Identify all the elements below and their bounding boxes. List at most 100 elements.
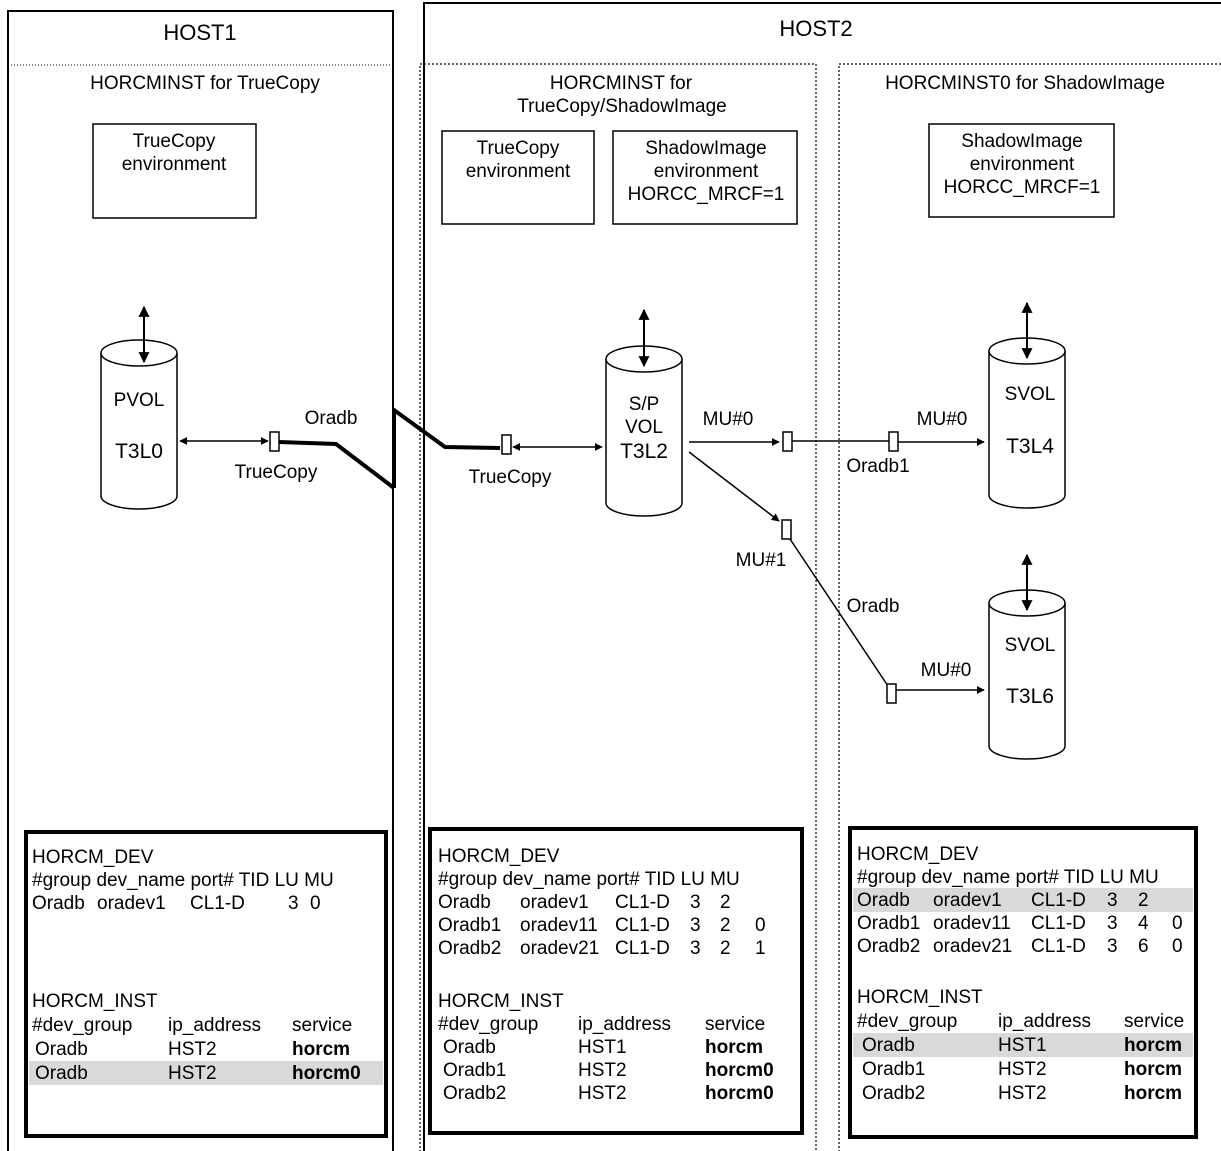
pvol-name: PVOL (114, 390, 165, 411)
svg-text:environment: environment (466, 161, 571, 182)
port-connector (269, 431, 280, 452)
dev-cell: CL1-D (615, 892, 670, 913)
horcm-dev-header: #group dev_name port# TID LU MU (32, 870, 334, 891)
config-table-host2-instance0: HORCM_DEV#group dev_name port# TID LU MU… (848, 826, 1198, 1139)
env-box-host2-truecopy: TrueCopy environment (441, 130, 595, 225)
horcm-dev-header: #group dev_name port# TID LU MU (857, 867, 1159, 888)
config-box (428, 827, 804, 1135)
inst-cell: Oradb1 (862, 1059, 925, 1080)
row-highlight (853, 888, 1193, 912)
dev-cell: 3 (690, 938, 701, 959)
dev-cell: 2 (720, 915, 731, 936)
svg-text:ShadowImage: ShadowImage (645, 138, 766, 159)
dev-cell: 2 (720, 892, 731, 913)
inst-cell: horcm (1124, 1059, 1182, 1080)
dev-cell: oradev21 (933, 936, 1012, 957)
inst-cell: Oradb (862, 1035, 915, 1056)
svg-text:MU#0: MU#0 (921, 660, 972, 681)
dev-cell: 3 (690, 915, 701, 936)
dev-cell: 2 (720, 938, 731, 959)
svg-text:HORCC_MRCF=1: HORCC_MRCF=1 (628, 184, 785, 205)
shadowimage-link-mu1-t3l6: MU#1 Oradb MU#0 (688, 451, 985, 704)
inst-header-cell: ip_address (998, 1011, 1091, 1032)
port-connector (501, 434, 512, 455)
svg-text:ShadowImage: ShadowImage (961, 131, 1082, 152)
dev-cell: oradev11 (520, 915, 598, 936)
dev-cell: 0 (755, 915, 766, 936)
inst-header-cell: service (705, 1014, 765, 1035)
dev-cell: Oradb (857, 890, 910, 911)
dev-cell: Oradb (438, 892, 491, 913)
host2-instance-label-line1: HORCMINST for (550, 73, 693, 94)
svg-text:environment: environment (122, 154, 227, 175)
dev-cell: CL1-D (615, 915, 670, 936)
spvol-name-line2: VOL (625, 417, 663, 438)
pvol-id: T3L0 (115, 440, 163, 463)
pvol-cylinder: PVOL T3L0 (100, 305, 178, 510)
svol1-id: T3L4 (1006, 435, 1054, 458)
host2-instance-label-line2: TrueCopy/ShadowImage (517, 96, 726, 117)
config-table-host1: HORCM_DEV#group dev_name port# TID LU MU… (24, 830, 388, 1138)
inst-header-cell: ip_address (578, 1014, 671, 1035)
dev-cell: oradev21 (520, 938, 599, 959)
env-box-host1-truecopy: TrueCopy environment (92, 123, 257, 219)
inst-cell: HST2 (998, 1059, 1047, 1080)
host1-frame (7, 10, 394, 1151)
dev-cell: 6 (1138, 936, 1149, 957)
svg-text:MU#0: MU#0 (917, 409, 968, 430)
dev-cell: Oradb2 (857, 936, 920, 957)
inst-header-cell: service (1124, 1011, 1184, 1032)
dev-cell: 3 (1107, 913, 1118, 934)
svg-text:environment: environment (654, 161, 759, 182)
inst-header-cell: #dev_group (857, 1011, 957, 1032)
truecopy-link-host2: TrueCopy (469, 434, 603, 488)
svg-text:MU#1: MU#1 (736, 550, 787, 571)
config-box (24, 830, 388, 1138)
inst-cell: HST2 (998, 1083, 1047, 1104)
dev-cell: 3 (1107, 890, 1118, 911)
inst-cell: HST1 (578, 1037, 627, 1058)
dev-cell: oradev1 (520, 892, 589, 913)
inst-header-cell: ip_address (168, 1015, 261, 1036)
row-highlight (29, 1061, 383, 1085)
inst-cell: HST1 (998, 1035, 1047, 1056)
horcm-dev-header: #group dev_name port# TID LU MU (438, 869, 740, 890)
svol1-name: SVOL (1005, 384, 1056, 405)
inst-cell: horcm (705, 1037, 763, 1058)
svol2-id: T3L6 (1006, 685, 1054, 708)
dev-cell: CL1-D (615, 938, 670, 959)
svg-text:HORCC_MRCF=1: HORCC_MRCF=1 (944, 177, 1101, 198)
dev-cell: Oradb1 (438, 915, 501, 936)
dev-cell: 0 (1172, 913, 1183, 934)
inst-cell: horcm0 (292, 1063, 361, 1084)
horcm-dev-title: HORCM_DEV (32, 847, 154, 868)
inst-header-cell: service (292, 1015, 352, 1036)
dev-cell: 1 (755, 938, 766, 959)
spvol-name-line1: S/P (629, 394, 660, 415)
svg-text:environment: environment (970, 154, 1075, 175)
dev-cell: CL1-D (1031, 890, 1086, 911)
svol1-cylinder: SVOL T3L4 (988, 301, 1066, 509)
env-box-host2-shadowimage: ShadowImage environment HORCC_MRCF=1 (612, 130, 798, 225)
host2-instance-shadowimage-region (838, 63, 1221, 1151)
svg-text:Oradb: Oradb (305, 408, 358, 429)
svg-text:Oradb1: Oradb1 (846, 456, 909, 477)
svg-text:TrueCopy: TrueCopy (469, 467, 552, 488)
inst-cell: horcm (292, 1039, 350, 1060)
inst-cell: Oradb (443, 1037, 496, 1058)
horcm-dev-title: HORCM_DEV (438, 846, 560, 867)
dev-cell: Oradb (32, 893, 85, 914)
horcm-inst-title: HORCM_INST (857, 987, 983, 1008)
inst-cell: Oradb2 (443, 1083, 506, 1104)
inst-cell: Oradb1 (443, 1060, 506, 1081)
port-connector (781, 519, 792, 540)
inst-cell: HST2 (578, 1060, 627, 1081)
shadowimage-link-mu0-t3l4: MU#0 MU#0 Oradb1 (689, 409, 985, 477)
config-box (848, 826, 1198, 1139)
svg-text:TrueCopy: TrueCopy (133, 131, 216, 152)
config-table-host2: HORCM_DEV#group dev_name port# TID LU MU… (428, 827, 804, 1135)
dev-cell: 3 (690, 892, 701, 913)
inst-cell: horcm (1124, 1035, 1182, 1056)
dev-cell: 3 (1107, 936, 1118, 957)
